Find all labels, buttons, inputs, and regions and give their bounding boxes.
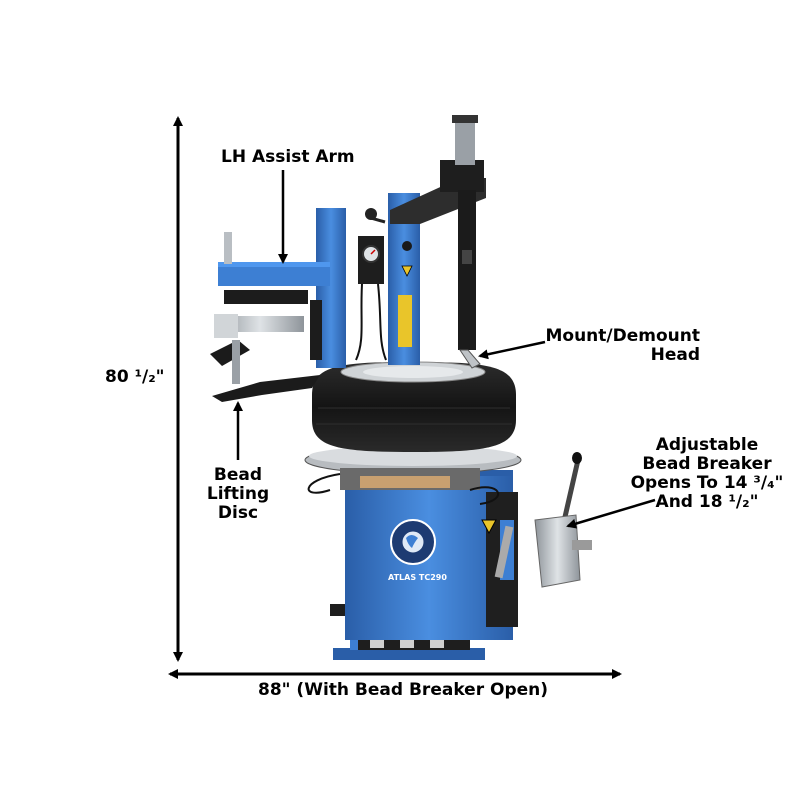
bead-lifting-disc-label: Bead Lifting Disc xyxy=(198,466,278,523)
bead-breaker-arrow xyxy=(566,498,656,529)
warning-triangle-icon xyxy=(481,519,497,535)
width-label: 88" (With Bead Breaker Open) xyxy=(258,680,549,700)
bead-lifting-disc-line-2: Lifting xyxy=(206,484,270,504)
bead-breaker-label: Adjustable Bead Breaker Opens To 14 ³/₄"… xyxy=(622,436,792,512)
lh-assist-arm-label: LH Assist Arm xyxy=(221,147,355,167)
bead-breaker-line-3: Opens To 14 ³/₄" xyxy=(630,473,784,493)
mount-demount-head-line-1: Mount/Demount xyxy=(545,326,700,346)
bead-breaker-line-4: And 18 ¹/₂" xyxy=(655,492,759,512)
turntable xyxy=(304,445,522,490)
tire-and-wheel xyxy=(312,361,516,452)
height-label: 80 ¹/₂" xyxy=(105,367,165,387)
mount-demount-head-arrow xyxy=(478,340,546,360)
mount-demount-column xyxy=(390,115,486,369)
bead-lifting-disc-line-1: Bead xyxy=(213,465,263,485)
brand-logo xyxy=(390,519,436,565)
brand-text: ATLAS TC290 xyxy=(388,573,447,582)
mount-demount-head-line-2: Head xyxy=(650,345,700,365)
lh-assist-arm xyxy=(210,208,346,402)
bead-breaker-arm xyxy=(494,452,592,588)
bead-breaker-line-2: Bead Breaker xyxy=(642,454,772,474)
pressure-gauge xyxy=(355,236,387,361)
mount-demount-head-label: Mount/Demount Head xyxy=(540,327,700,365)
base-plate xyxy=(333,648,485,660)
bead-breaker-line-1: Adjustable xyxy=(655,435,759,455)
bead-lifting-disc-line-3: Disc xyxy=(217,503,259,523)
